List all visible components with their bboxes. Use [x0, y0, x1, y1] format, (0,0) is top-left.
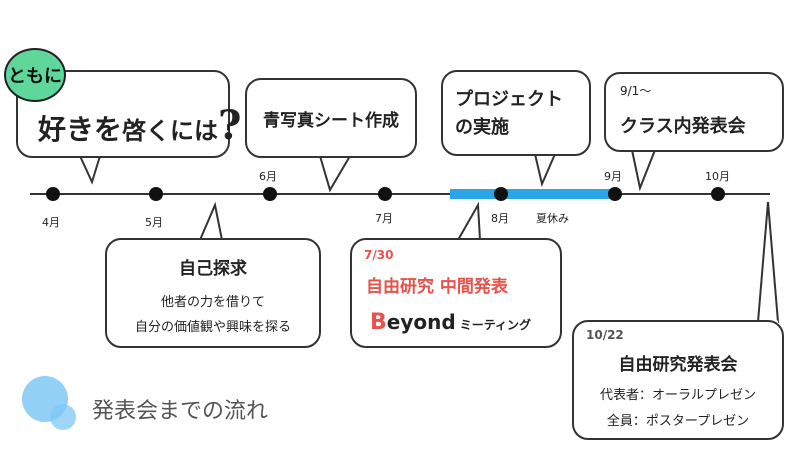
- timeline-line: [30, 193, 770, 195]
- dot-oct: [711, 187, 725, 201]
- class-date: 9/1〜: [620, 84, 652, 98]
- final-title: 自由研究発表会: [618, 355, 738, 375]
- tomoni-badge: ともに: [4, 48, 66, 102]
- dot-jul: [378, 187, 392, 201]
- project-label: プロジェクト の実施: [455, 89, 563, 138]
- dot-aug: [494, 187, 508, 201]
- final-line2: 全員：ポスタープレゼン: [606, 414, 750, 429]
- summer-bar: [450, 189, 610, 199]
- dot-jun: [263, 187, 277, 201]
- class-title: クラス内発表会: [620, 116, 746, 137]
- month-label-may: 5月: [145, 216, 163, 229]
- self-line2: 自分の価値観や興味を探る: [134, 320, 291, 335]
- month-label-aug: 8月: [491, 212, 509, 225]
- month-label-oct: 10月: [705, 170, 730, 183]
- month-label-jun: 6月: [259, 170, 277, 183]
- title-text: 好きを啓くには?: [38, 102, 242, 149]
- self-bubble: 自己探求 他者の力を借りて 自分の価値観や興味を探る: [105, 238, 321, 348]
- caption-text: 発表会までの流れ: [92, 399, 269, 424]
- caption-circle-small: [50, 404, 76, 430]
- class-bubble: 9/1〜 クラス内発表会: [604, 72, 784, 152]
- final-date: 10/22: [586, 328, 624, 342]
- blueprint-bubble: 青写真シート作成: [245, 78, 417, 158]
- mid-title: 自由研究 中間発表: [366, 277, 508, 297]
- final-line1: 代表者：オーラルプレゼン: [599, 388, 756, 403]
- month-label-jul: 7月: [375, 212, 393, 225]
- title-bubble: 好きを啓くには?: [16, 70, 241, 158]
- dot-may: [149, 187, 163, 201]
- month-label-apr: 4月: [42, 216, 60, 229]
- dot-apr: [46, 187, 60, 201]
- dot-sep: [608, 187, 622, 201]
- self-title: 自己探求: [179, 259, 247, 279]
- summer-label: 夏休み: [536, 212, 569, 225]
- self-line1: 他者の力を借りて: [160, 295, 265, 310]
- mid-date: 7/30: [364, 248, 394, 262]
- blueprint-label: 青写真シート作成: [263, 110, 399, 131]
- project-bubble: プロジェクト の実施: [441, 70, 591, 156]
- month-label-sep: 9月: [604, 170, 622, 183]
- final-bubble: 10/22 自由研究発表会 代表者：オーラルプレゼン 全員：ポスタープレゼン: [572, 320, 784, 440]
